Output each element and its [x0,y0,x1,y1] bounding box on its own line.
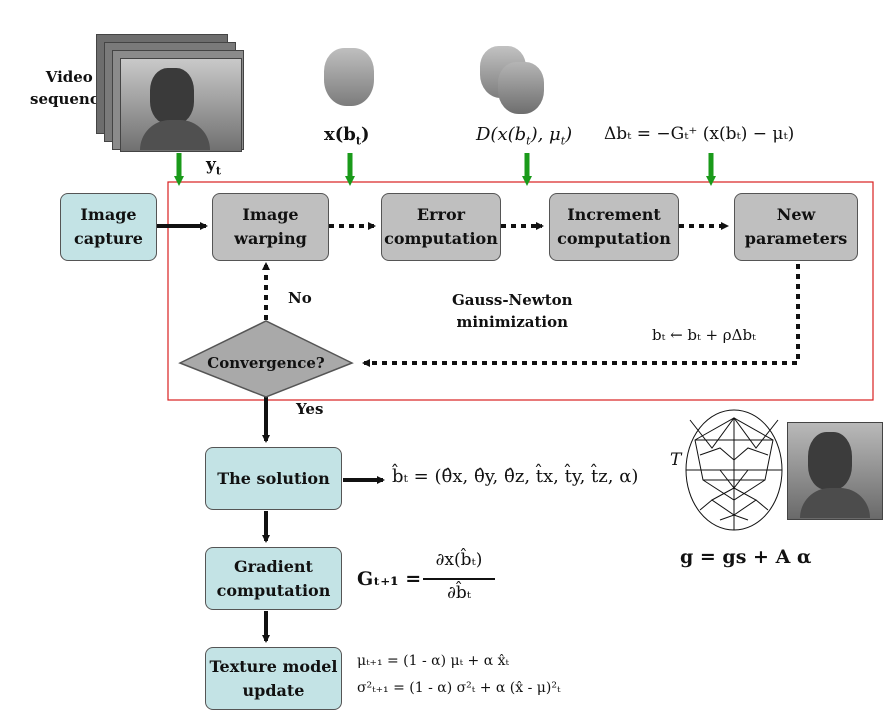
error-computation-box: Error computation [381,193,501,261]
video-sequence-label: Video sequence [30,68,109,108]
image-capture-box: Image capture [60,193,157,261]
no-label: No [288,289,312,307]
gradient-denominator: ∂b̂ₜ [447,583,471,603]
gradient-computation-box: Gradient computation [205,547,342,610]
solution-transpose: T [670,450,682,470]
update-rule-label: bₜ ← bₜ + ρΔbₜ [652,326,756,344]
mu-update-equation: μₜ₊₁ = (1 - α) μₜ + α x̂ₜ [357,653,509,669]
increment-computation-box: Increment computation [549,193,679,261]
texture-model-equation: g = gs + A α [680,546,812,568]
x-bt-expression: x(bt) [324,124,370,148]
mean-face-icon [324,48,374,106]
gradient-lhs: Gₜ₊₁ = [357,568,422,590]
gradient-fraction-bar [423,578,495,580]
mesh-head-icon [685,409,783,531]
gauss-newton-label: Gauss-Newton minimization [452,291,573,331]
y-t-label: yt [206,155,221,178]
gauss-newton-frame [167,181,874,401]
delta-b-expression: Δbₜ = −Gₜ⁺ (x(bₜ) − μₜ) [604,124,795,144]
image-warping-box: Image warping [212,193,329,261]
solution-vector-equation: b̂ₜ = (θ̂x, θ̂y, θ̂z, t̂x, t̂y, t̂z, α) [392,466,639,487]
texture-model-update-box: Texture model update [205,647,342,710]
solution-box: The solution [205,447,342,510]
convergence-label: Convergence? [207,354,325,372]
convergence-diamond [178,320,354,398]
new-parameters-box: New parameters [734,193,858,261]
gradient-numerator: ∂x(b̂ₜ) [435,550,483,570]
yes-label: Yes [296,400,324,418]
arrow-new-convergence [362,264,800,367]
sigma-update-equation: σ²ₜ₊₁ = (1 - α) σ²ₜ + α (x̂ - μ)²ₜ [357,680,561,696]
input-arrows [174,153,716,186]
d-expression: D(x(bt), μt) [476,124,573,148]
